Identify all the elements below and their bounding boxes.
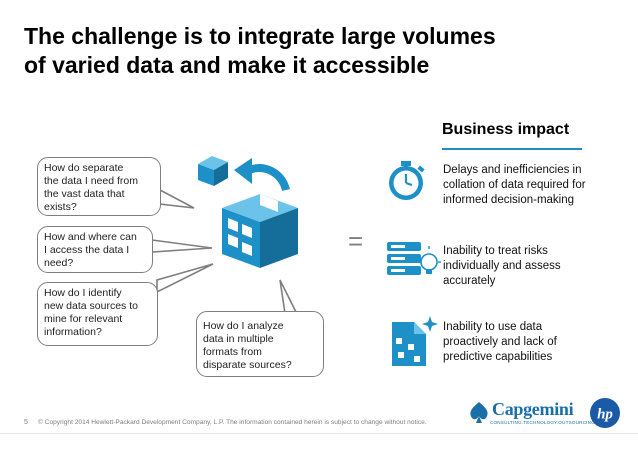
equals-sign: =: [348, 226, 364, 256]
bubble-line: the data I need from: [44, 175, 138, 187]
question-bubble-analyze-formats: How do I analyze data in multiple format…: [196, 311, 324, 377]
copyright-notice: © Copyright 2014 Hewlett-Packard Develop…: [38, 419, 427, 426]
data-cube-icon: [198, 156, 298, 268]
title-line-2: of varied data and make it accessible: [24, 52, 430, 78]
page-number: 5: [24, 419, 28, 426]
bubble-line: How do I analyze: [203, 320, 284, 332]
bubble-line: disparate sources?: [203, 359, 292, 371]
bubble-tail-2: [150, 239, 213, 253]
heading-divider: [442, 148, 582, 150]
question-bubble-separate-data: How do separate the data I need from the…: [37, 157, 161, 216]
impact-line: informed decision-making: [443, 194, 575, 206]
bubble-line: formats from: [203, 346, 262, 358]
impact-item-predictive: Inability to use data proactively and la…: [443, 320, 618, 365]
footer-divider: [0, 433, 638, 434]
bubble-line: How and where can: [44, 231, 137, 243]
business-impact-heading: Business impact: [442, 121, 570, 138]
impact-item-risks: Inability to treat risks individually an…: [443, 244, 618, 289]
server-bulb-icon: [387, 242, 441, 275]
bubble-tail-3: [156, 263, 214, 294]
capgemini-word: Capgemini: [492, 399, 574, 419]
capgemini-logo: Capgemini CONSULTING.TECHNOLOGY.OUTSOURC…: [468, 398, 595, 428]
bubble-line: need?: [44, 257, 74, 269]
impact-line: Inability to treat risks: [443, 245, 548, 257]
impact-item-delays: Delays and inefficiencies in collation o…: [443, 163, 618, 208]
hp-logo: hp: [589, 397, 621, 434]
hp-logo-text: hp: [597, 407, 613, 423]
bubble-line: information?: [44, 326, 102, 338]
bubble-line: new data sources to: [44, 300, 138, 312]
bubble-line: the vast data that: [44, 188, 125, 200]
bubble-line: data in multiple: [203, 333, 274, 345]
capgemini-tagline: CONSULTING.TECHNOLOGY.OUTSOURCING: [490, 420, 595, 425]
question-bubble-identify-sources: How do I identify new data sources to mi…: [37, 282, 158, 346]
bubble-line: I access the data I: [44, 244, 130, 256]
bubble-line: exists?: [44, 201, 77, 213]
impact-line: Inability to use data: [443, 321, 543, 333]
impact-line: individually and assess: [443, 260, 561, 272]
impact-line: proactively and lack of: [443, 336, 557, 348]
question-bubble-access-data: How and where can I access the data I ne…: [37, 226, 153, 273]
stopwatch-icon: [389, 161, 425, 200]
impact-line: accurately: [443, 275, 496, 287]
title-line-1: The challenge is to integrate large volu…: [24, 23, 496, 49]
impact-line: collation of data required for: [443, 179, 586, 191]
slide-title: The challenge is to integrate large volu…: [24, 22, 544, 80]
bubble-line: How do separate: [44, 162, 124, 174]
impact-line: predictive capabilities: [443, 351, 553, 363]
capgemini-spade-icon: [470, 402, 488, 423]
bubble-line: mine for relevant: [44, 313, 123, 325]
bubble-tail-1: [158, 188, 195, 209]
impact-line: Delays and inefficiencies in: [443, 164, 582, 176]
bubble-line: How do I identify: [44, 287, 122, 299]
data-puzzle-icon: [392, 316, 438, 366]
